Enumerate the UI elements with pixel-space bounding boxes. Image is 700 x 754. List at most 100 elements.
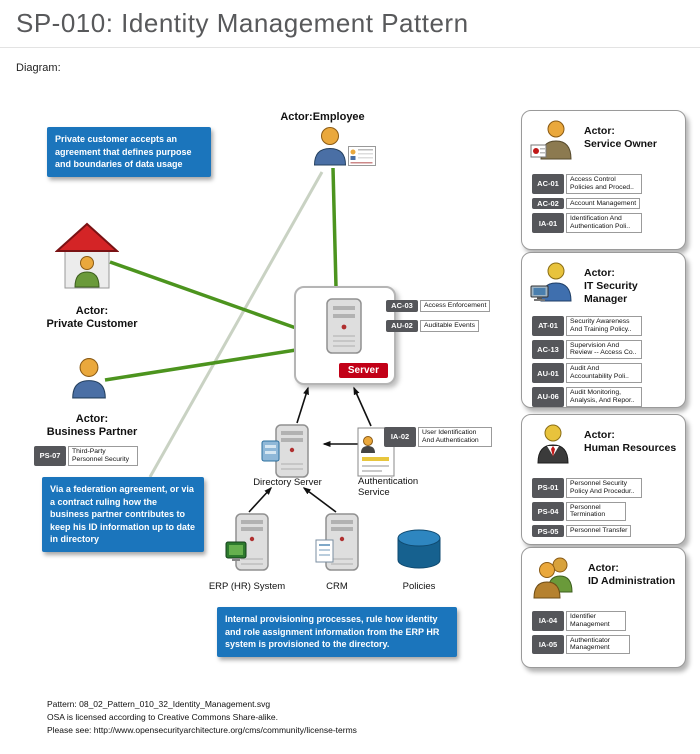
crm-icon — [314, 512, 360, 579]
control-ia01: IA-01 Identification And Authentication … — [532, 213, 677, 234]
service-owner-title-line1: Actor: — [584, 125, 615, 137]
control-ps01: PS-01 Personnel Security Policy And Proc… — [532, 478, 677, 498]
directory-server-arrow — [296, 386, 309, 424]
control-ia04: IA-04 Identifier Management — [532, 611, 677, 631]
directory-server-label: Directory Server — [253, 477, 322, 488]
id-administration-persons-icon — [530, 556, 580, 605]
business-partner-label-line2: Business Partner — [46, 425, 138, 438]
control-ps07-code: PS-07 — [34, 446, 66, 466]
it-security-manager-title: Actor: IT Security Manager — [584, 261, 654, 306]
crm-directory-arrow — [302, 487, 337, 513]
control-au06: AU-06 Audit Monitoring, Analysis, And Re… — [532, 386, 677, 407]
it-security-manager-title-line1: Actor: — [584, 267, 615, 279]
control-ia02-label: User Identification And Authentication — [418, 427, 492, 447]
server-node: Server — [294, 286, 396, 385]
control-at01-label: Security Awareness And Training Policy.. — [566, 316, 642, 336]
server-badge: Server — [338, 363, 388, 378]
actor-panel-id-administration: Actor: ID Administration IA-04 Identifie… — [521, 547, 686, 668]
control-ac01: AC-01 Access Control Policies and Proced… — [532, 174, 677, 194]
crm-label: CRM — [326, 581, 348, 592]
control-ps01-label: Personnel Security Policy And Procedur.. — [566, 478, 642, 498]
actor-panel-it-security-manager: Actor: IT Security Manager AT-01 Securit… — [521, 252, 686, 408]
footer: Pattern: 08_02_Pattern_010_32_Identity_M… — [47, 698, 357, 738]
control-au01: AU-01 Audit And Accountability Poli.. — [532, 363, 677, 383]
control-ps01-code: PS-01 — [532, 478, 564, 498]
human-resources-title-line2: Human Resources — [584, 442, 677, 455]
control-ac13: AC-13 Supervision And Review -- Access C… — [532, 339, 677, 360]
control-ac03-label: Access Enforcement — [420, 300, 491, 312]
diagram-label: Diagram: — [16, 62, 61, 74]
erp-system-icon — [224, 512, 270, 579]
control-au06-label: Audit Monitoring, Analysis, And Repor.. — [566, 386, 642, 407]
policies-label: Policies — [402, 581, 436, 592]
private-customer-label: Actor: Private Customer — [37, 305, 147, 330]
control-at01: AT-01 Security Awareness And Training Po… — [532, 316, 677, 336]
control-au02-code: AU-02 — [386, 320, 418, 332]
service-owner-person-icon — [530, 119, 576, 168]
control-ia05: IA-05 Authenticator Management — [532, 634, 677, 655]
house-icon — [54, 220, 120, 295]
id-administration-title-line2: ID Administration — [588, 575, 676, 588]
control-ia04-label: Identifier Management — [566, 611, 626, 631]
it-security-manager-person-icon — [530, 261, 576, 310]
id-card-icon — [348, 146, 376, 171]
control-ac03-code: AC-03 — [386, 300, 418, 312]
directory-server-icon — [260, 423, 312, 484]
service-owner-title: Actor: Service Owner — [584, 119, 657, 151]
control-ac02-code: AC-02 — [532, 197, 564, 210]
control-ac03: AC-03 Access Enforcement — [386, 300, 491, 312]
human-resources-title: Actor: Human Resources — [584, 423, 676, 455]
footer-license-line: OSA is licensed according to Creative Co… — [47, 712, 279, 723]
callout-federation: Via a federation agreement, or via a con… — [42, 477, 204, 552]
control-ps04: PS-04 Personnel Termination — [532, 501, 677, 522]
control-au01-label: Audit And Accountability Poli.. — [566, 363, 642, 383]
control-ia04-code: IA-04 — [532, 611, 564, 631]
callout-provisioning: Internal provisioning processes, rule ho… — [217, 607, 457, 657]
human-resources-title-line1: Actor: — [584, 429, 615, 441]
control-ac01-label: Access Control Policies and Proced.. — [566, 174, 642, 194]
control-ac13-label: Supervision And Review -- Access Co.. — [566, 339, 642, 360]
control-ac02: AC-02 Account Management — [532, 197, 677, 210]
page-title: SP-010: Identity Management Pattern — [16, 8, 469, 38]
control-ps04-label: Personnel Termination — [566, 501, 626, 522]
header: SP-010: Identity Management Pattern — [0, 0, 700, 48]
actor-panel-human-resources: Actor: Human Resources PS-01 Personnel S… — [521, 414, 686, 545]
auth-service-label-line2: Service — [358, 487, 390, 499]
erp-directory-arrow — [248, 486, 273, 513]
auth-service-label-line1: Authentication — [358, 476, 419, 487]
control-ps05: PS-05 Personnel Transfer — [532, 525, 677, 538]
business-partner-label: Actor: Business Partner — [37, 413, 147, 438]
business-partner-person-icon — [70, 357, 108, 404]
control-ps07-label: Third-Party Personnel Security — [68, 446, 138, 466]
callout-private-customer: Private customer accepts an agreement th… — [47, 127, 211, 177]
control-ia02-code: IA-02 — [384, 427, 416, 447]
control-au01-code: AU-01 — [532, 363, 564, 383]
auth-service-label: Authentication Service — [352, 476, 444, 499]
control-ps05-code: PS-05 — [532, 525, 564, 538]
erp-system-label: ERP (HR) System — [208, 581, 286, 592]
control-au06-code: AU-06 — [532, 386, 564, 407]
control-at01-code: AT-01 — [532, 316, 564, 336]
auth-server-arrow — [353, 386, 372, 427]
control-ia05-label: Authenticator Management — [566, 634, 630, 655]
control-ia05-code: IA-05 — [532, 634, 564, 655]
control-ac02-label: Account Management — [566, 197, 641, 210]
control-ia02: IA-02 User Identification And Authentica… — [384, 427, 492, 447]
policies-icon — [395, 527, 443, 576]
employee-label: Actor:Employee — [280, 111, 365, 123]
private-customer-label-line2: Private Customer — [46, 317, 138, 330]
footer-pattern-line: Pattern: 08_02_Pattern_010_32_Identity_M… — [47, 699, 271, 709]
server-icon — [323, 297, 365, 360]
footer-url-line: Please see: http://www.opensecurityarchi… — [47, 725, 357, 736]
control-ps07: PS-07 Third-Party Personnel Security — [34, 446, 138, 466]
id-administration-title-line1: Actor: — [588, 562, 619, 574]
employee-server-line — [331, 167, 338, 288]
control-ia01-code: IA-01 — [532, 213, 564, 234]
control-ac13-code: AC-13 — [532, 339, 564, 360]
employee-person-icon — [312, 126, 348, 171]
partner-server-line — [104, 348, 297, 382]
control-au02: AU-02 Auditable Events — [386, 320, 480, 332]
service-owner-title-line2: Service Owner — [584, 138, 657, 151]
business-partner-label-line1: Actor: — [75, 413, 109, 425]
